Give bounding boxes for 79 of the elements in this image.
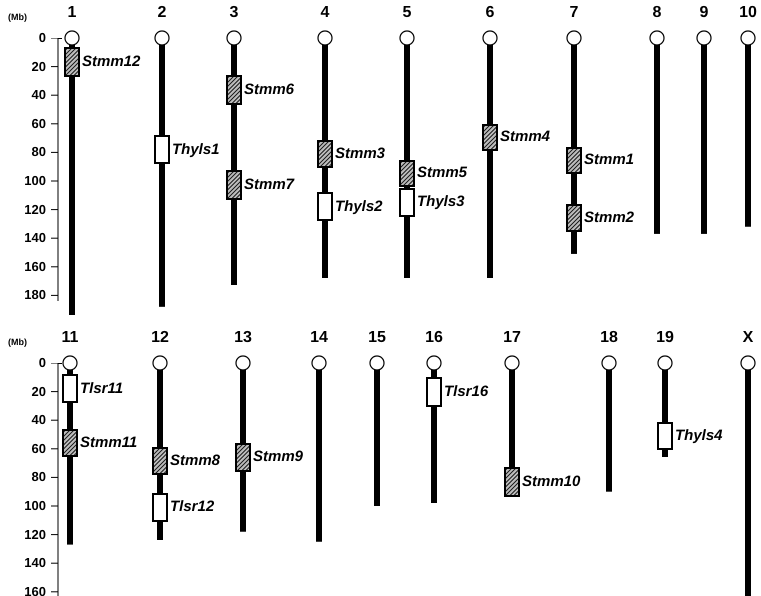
locus-label: Thyls3	[417, 193, 465, 212]
axis-unit: (Mb)	[8, 12, 27, 22]
tick-label: 100	[23, 499, 46, 513]
chromosome-number: 12	[150, 329, 170, 347]
chromosome-number: 4	[320, 4, 330, 22]
locus-label: Stmm1	[584, 151, 634, 170]
axis-unit: (Mb)	[8, 337, 27, 347]
tick-label: 0	[38, 356, 46, 370]
chromosome-number: 16	[424, 329, 444, 347]
chromosome-number: 10	[738, 4, 758, 22]
hatched-marker-box	[504, 467, 520, 498]
open-marker-box	[399, 188, 415, 217]
tick-label: 20	[30, 384, 46, 399]
tick-label: 80	[30, 470, 46, 484]
tick-label: 40	[30, 88, 46, 102]
tick-label: 120	[23, 202, 46, 217]
locus-label: Stmm3	[335, 144, 386, 163]
tick-label: 80	[30, 145, 46, 160]
tick-label: 140	[23, 556, 46, 570]
locus-label: Stmm6	[244, 81, 294, 100]
hatched-marker-box	[566, 146, 582, 174]
tick-label: 140	[23, 231, 46, 246]
locus-label: Stmm7	[244, 176, 294, 194]
chromosome-number: 6	[484, 4, 496, 22]
hatched-marker-box	[399, 160, 415, 187]
hatched-marker-box	[64, 46, 80, 77]
tick-label: 40	[30, 413, 46, 428]
tick-label: 60	[30, 116, 46, 131]
chromosome-number: 9	[698, 4, 710, 22]
chromosome-number: 15	[367, 329, 387, 347]
chromosome-number: X	[742, 329, 754, 347]
tick-label: 100	[23, 174, 46, 188]
tick-label: 180	[23, 288, 46, 302]
hatched-marker-box	[317, 140, 333, 168]
hatched-marker-box	[235, 443, 251, 472]
open-marker-box	[317, 192, 333, 222]
chromosome-number: 1	[66, 4, 78, 22]
tick-label: 160	[23, 260, 46, 274]
locus-label: Thyls2	[335, 198, 383, 216]
chromosome-number: 14	[309, 329, 329, 347]
locus-label: Tlsr12	[170, 498, 214, 516]
chromosome-number: 2	[156, 4, 168, 22]
hatched-marker-box	[482, 124, 498, 151]
hatched-marker-box	[152, 447, 168, 475]
hatched-marker-box	[566, 204, 582, 232]
locus-label: Stmm2	[584, 209, 634, 228]
hatched-marker-box	[226, 75, 242, 106]
chromosome-number: 8	[652, 4, 662, 22]
open-marker-box	[62, 374, 78, 404]
tick-label: 0	[38, 31, 46, 45]
locus-label: Stmm12	[82, 52, 140, 71]
hatched-marker-box	[226, 170, 242, 200]
open-marker-box	[657, 422, 673, 450]
locus-label: Stmm9	[253, 448, 304, 466]
locus-label: Stmm5	[417, 164, 468, 182]
chromosome-number: 7	[568, 4, 580, 22]
tick-label: 120	[23, 528, 46, 542]
open-marker-box	[152, 493, 168, 522]
chromosome-number: 3	[228, 4, 240, 22]
locus-label: Stmm4	[500, 128, 550, 146]
tick-label: 20	[30, 60, 46, 74]
chromosome-number: 18	[599, 329, 619, 347]
tick-label: 160	[23, 584, 46, 596]
locus-label: Thyls1	[172, 140, 220, 159]
locus-label: Stmm10	[522, 473, 580, 492]
open-marker-box	[154, 135, 170, 164]
chromosome-number: 17	[502, 329, 522, 347]
tick-label: 60	[30, 442, 46, 456]
locus-label: Thyls4	[675, 426, 723, 445]
open-marker-box	[426, 377, 442, 408]
locus-label: Tlsr11	[80, 380, 124, 398]
chromosome-number: 5	[402, 4, 412, 22]
locus-label: Stmm8	[170, 452, 220, 470]
chromosome-number: 11	[60, 329, 80, 347]
hatched-marker-box	[62, 428, 78, 458]
locus-label: Stmm11	[80, 434, 138, 452]
locus-label: Tlsr16	[444, 383, 488, 402]
chromosome-number: 19	[655, 329, 675, 347]
chromosome-number: 13	[233, 329, 253, 347]
